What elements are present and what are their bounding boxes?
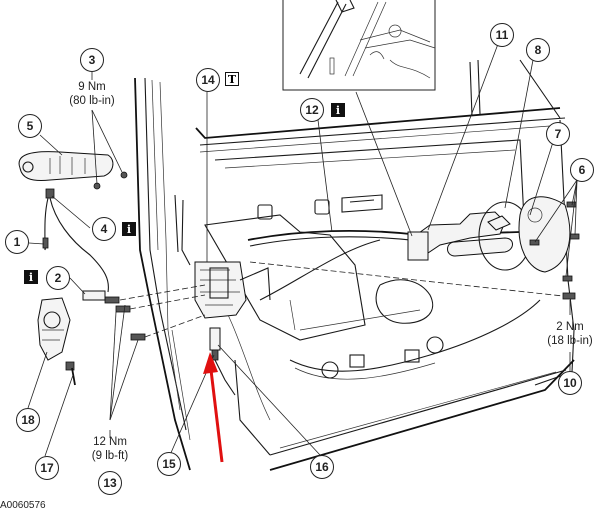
torque-spec-13: 12 Nm (9 lb-ft) xyxy=(80,435,140,463)
latch-connector xyxy=(209,327,236,396)
screw-10 xyxy=(562,292,576,300)
callout-13: 13 xyxy=(98,471,122,495)
figure-id: A0060576 xyxy=(0,500,46,511)
info-icon-12: i xyxy=(331,103,345,117)
callout-17: 17 xyxy=(35,456,59,480)
callout-5: 5 xyxy=(18,114,42,138)
access-cover xyxy=(518,196,571,273)
callout-10: 10 xyxy=(558,371,582,395)
callout-12: 12 xyxy=(300,98,324,122)
callout-6: 6 xyxy=(570,158,594,182)
handle-assembly-5 xyxy=(18,151,128,190)
callout-11: 11 xyxy=(490,23,514,47)
door-latch xyxy=(174,194,271,319)
torque-3-imperial: (80 lb-in) xyxy=(69,95,115,107)
exterior-handle xyxy=(407,211,513,261)
callout-8: 8 xyxy=(526,38,550,62)
lock-rod-17 xyxy=(65,361,76,386)
torque-10-metric: 2 Nm xyxy=(556,321,584,333)
inner-panel xyxy=(204,139,541,421)
callout-15: 15 xyxy=(157,452,181,476)
door-frame xyxy=(134,59,575,471)
clip-2 xyxy=(82,290,106,301)
torque-13-imperial: (9 lb-ft) xyxy=(91,450,129,462)
callout-1: 1 xyxy=(5,230,29,254)
lock-cable-4 xyxy=(42,188,109,293)
torque-spec-10: 2 Nm (18 lb-in) xyxy=(540,320,600,348)
torque-13-metric: 12 Nm xyxy=(93,436,127,448)
callout-2: 2 xyxy=(46,266,70,290)
red-indicator-arrow xyxy=(203,352,224,463)
callout-4: 4 xyxy=(92,217,116,241)
info-icon-4: i xyxy=(122,222,136,236)
callout-7: 7 xyxy=(546,122,570,146)
special-tool-icon: T xyxy=(225,72,239,86)
callout-3: 3 xyxy=(80,48,104,72)
torque-3-metric: 9 Nm xyxy=(78,81,106,93)
callout-18: 18 xyxy=(16,408,40,432)
latch-bolts xyxy=(104,284,206,341)
leader-lines xyxy=(27,43,578,457)
torque-10-imperial: (18 lb-in) xyxy=(547,335,593,347)
callout-14: 14 xyxy=(196,68,220,92)
callout-16: 16 xyxy=(310,455,334,479)
info-icon-2: i xyxy=(24,270,38,284)
inset-detail-view xyxy=(282,0,436,91)
screws-6 xyxy=(529,201,580,282)
torque-spec-3: 9 Nm (80 lb-in) xyxy=(62,80,122,108)
lock-actuator-18 xyxy=(37,297,71,361)
